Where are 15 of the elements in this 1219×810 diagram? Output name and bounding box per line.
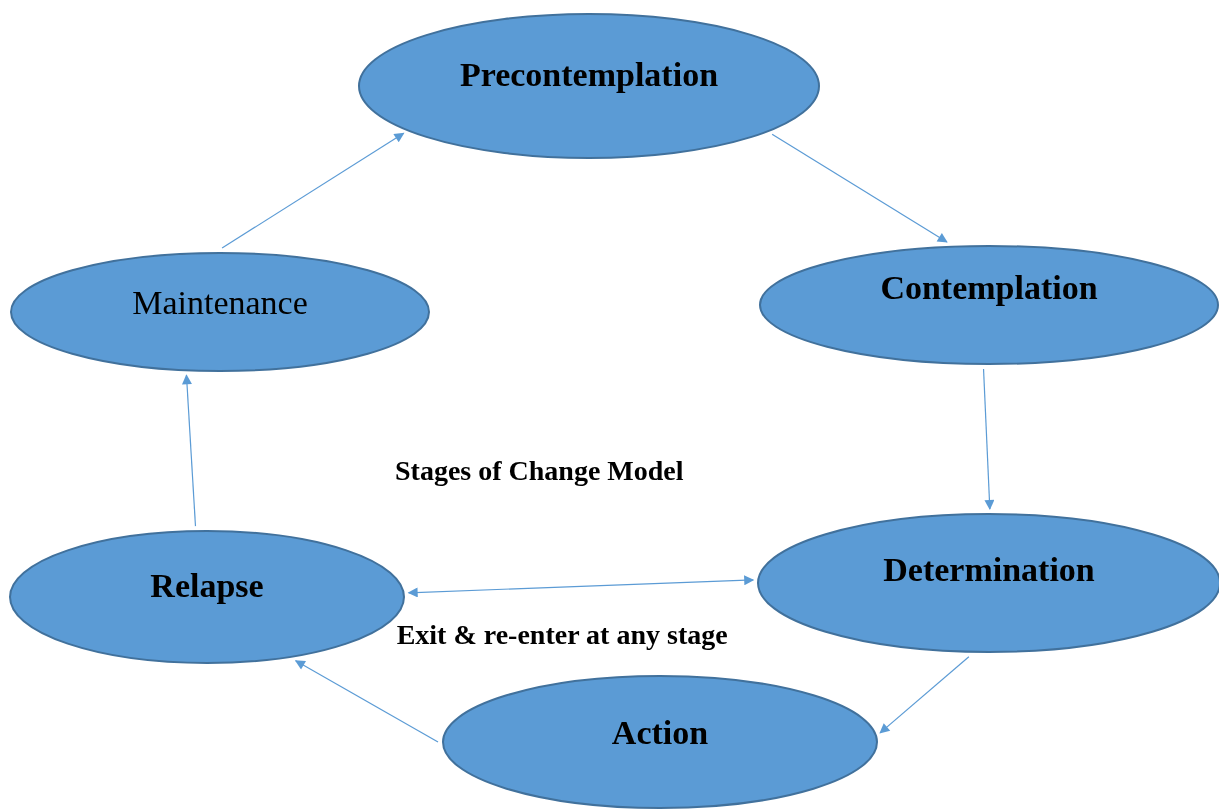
- stage-label: Precontemplation: [458, 55, 720, 94]
- stage-label: Action: [610, 713, 710, 752]
- arrow: [982, 368, 995, 510]
- stage-label: Maintenance: [131, 283, 309, 322]
- arrow: [294, 660, 439, 743]
- arrow: [879, 656, 970, 734]
- stage-label: Determination: [882, 550, 1096, 589]
- arrow: [771, 133, 948, 243]
- arrow: [407, 575, 755, 598]
- stage-label: Relapse: [149, 566, 265, 605]
- stage-label: Contemplation: [879, 268, 1099, 307]
- arrow: [182, 374, 197, 527]
- arrow: [221, 132, 405, 249]
- diagram-title: Stages of Change Model: [395, 455, 684, 487]
- edge-label: Exit & re-enter at any stage: [396, 618, 728, 651]
